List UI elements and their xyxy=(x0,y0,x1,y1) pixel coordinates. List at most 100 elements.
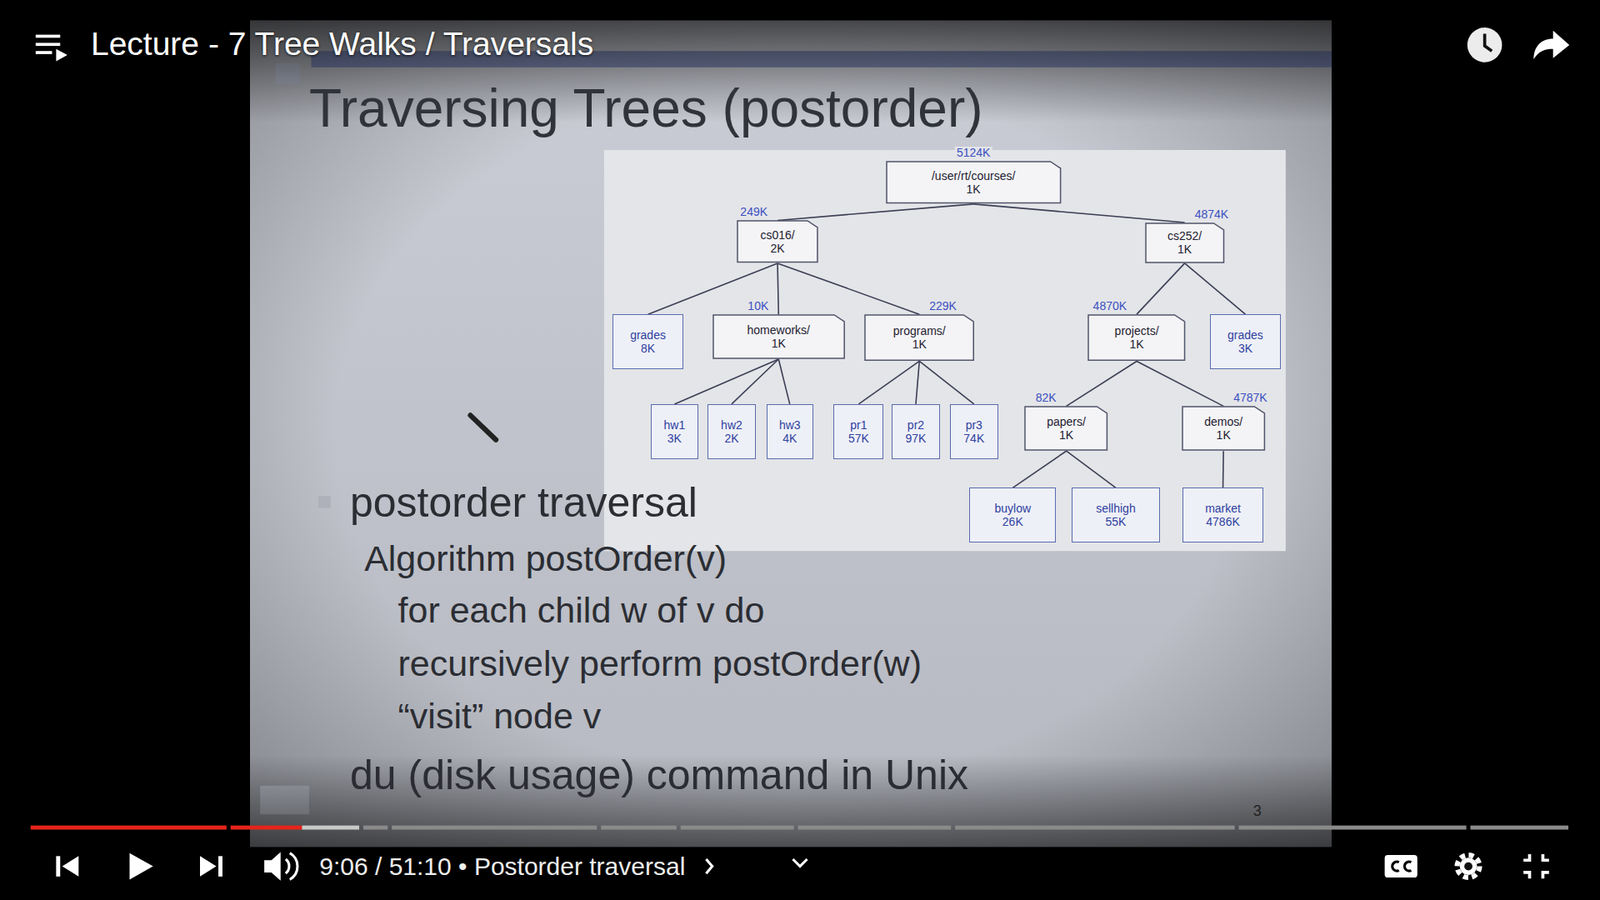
previous-button-bar xyxy=(55,855,60,876)
progress-chapter xyxy=(680,825,795,830)
total-size: 4874K xyxy=(1193,208,1230,221)
volume-wave xyxy=(290,853,298,880)
slide-number: 3 xyxy=(1253,802,1262,820)
file-size: 26K xyxy=(1002,515,1024,529)
file-name: pr2 xyxy=(907,418,925,432)
progress-chapter xyxy=(363,825,388,830)
pseudocode-line: Algorithm postOrder(v) xyxy=(364,538,727,580)
file-name: cs252/ xyxy=(1167,229,1202,243)
progress-chapter xyxy=(798,825,952,830)
file-box: buylow26K xyxy=(969,487,1056,543)
file-box: pr297K xyxy=(891,404,940,460)
file-name: hw3 xyxy=(779,418,801,432)
file-box: hw13K xyxy=(650,404,698,460)
pseudocode-line: for each child w of v do xyxy=(398,590,765,632)
folder-box: 249Kcs016/2K xyxy=(736,220,819,263)
file-size: 4K xyxy=(782,431,797,445)
folder-outline-path xyxy=(713,315,845,359)
tree-edge xyxy=(777,263,779,315)
tree-edge xyxy=(1066,450,1116,488)
file-box: hw34K xyxy=(766,404,814,460)
file-size: 3K xyxy=(667,431,682,445)
file-size: 1K xyxy=(1130,337,1145,351)
file-size: 1K xyxy=(966,182,981,196)
file-size: 1K xyxy=(912,337,927,351)
folder-outline-path xyxy=(737,220,818,262)
tree-edge xyxy=(1066,360,1137,406)
folder-outline-path xyxy=(1025,406,1107,450)
file-name: sellhigh xyxy=(1095,501,1135,515)
progress-chapter xyxy=(600,825,677,830)
settings-gear-teeth xyxy=(1457,855,1480,878)
playlist-icon-bar xyxy=(35,50,53,55)
captions-button xyxy=(1385,855,1418,878)
video-title: Lecture - 7 Tree Walks / Traversals xyxy=(90,25,594,63)
file-name: pr1 xyxy=(850,418,867,432)
tree-edge xyxy=(777,204,974,221)
folder-outline-path xyxy=(1088,315,1185,360)
folder-box: 4787Kdemos/1K xyxy=(1181,405,1265,451)
slide xyxy=(250,20,1332,847)
tree-edge xyxy=(648,263,779,315)
playlist-icon-arrow xyxy=(55,49,67,62)
file-box: sellhigh55K xyxy=(1071,487,1161,543)
progress-chapter xyxy=(955,825,1235,830)
folder-outline-path xyxy=(865,315,974,360)
chapter-chevron xyxy=(705,859,712,874)
file-name: /user/rt/courses/ xyxy=(931,169,1015,183)
file-size: 57K xyxy=(848,431,870,445)
file-name: market xyxy=(1205,501,1241,515)
exit-fullscreen-corner xyxy=(1542,854,1549,860)
volume-wave xyxy=(285,859,290,874)
folder-outline-path xyxy=(1182,406,1265,450)
progress-buffered xyxy=(301,825,360,830)
file-name: grades xyxy=(630,328,666,342)
file-name: pr3 xyxy=(965,418,983,432)
folder-outline-path xyxy=(886,161,1061,203)
file-box: grades3K xyxy=(1210,314,1280,370)
tree-edge xyxy=(674,359,779,405)
tree-edge xyxy=(973,204,1185,223)
file-box: pr374K xyxy=(950,404,999,460)
folder-box: 5124K/user/rt/courses/1K xyxy=(885,160,1062,204)
file-size: 2K xyxy=(770,241,785,255)
total-size: 82K xyxy=(1034,391,1059,405)
file-size: 3K xyxy=(1238,341,1253,355)
next-button-bar xyxy=(218,855,223,876)
file-name: papers/ xyxy=(1046,415,1086,429)
file-box: hw22K xyxy=(707,404,757,460)
slide-vignette xyxy=(250,20,1332,847)
tree-edge xyxy=(1012,450,1066,488)
exit-fullscreen-corner xyxy=(1542,872,1549,879)
progress-played xyxy=(30,825,227,830)
total-size: 4870K xyxy=(1091,300,1129,313)
file-size: 74K xyxy=(963,431,985,445)
settings-gear xyxy=(1460,857,1478,875)
folder-outline-path xyxy=(1145,223,1225,263)
exit-fullscreen-corner xyxy=(1523,872,1530,879)
folder-box: 82Kpapers/1K xyxy=(1024,405,1108,451)
folder-box: 229Kprograms/1K xyxy=(864,314,975,361)
file-size: 55K xyxy=(1105,515,1127,529)
share-icon xyxy=(1533,30,1570,60)
progress-chapter xyxy=(1470,825,1569,830)
expand-chevron xyxy=(792,859,807,867)
file-size: 97K xyxy=(905,431,927,445)
exit-fullscreen-icon xyxy=(1523,854,1550,879)
tree-edge xyxy=(778,359,790,405)
total-size: 5124K xyxy=(955,146,992,160)
pointer-cursor xyxy=(470,415,496,440)
tree-edge xyxy=(858,360,920,404)
tree-edge xyxy=(1136,263,1185,315)
file-size: 2K xyxy=(724,431,739,445)
bullet-text: du (disk usage) command in Unix xyxy=(350,751,969,800)
file-box: market4786K xyxy=(1182,487,1264,543)
watch-later-icon xyxy=(1467,27,1503,63)
total-size: 4787K xyxy=(1231,391,1269,405)
tree-edge xyxy=(1222,450,1225,488)
total-size: 229K xyxy=(927,300,959,313)
file-name: programs/ xyxy=(893,324,946,338)
playlist-icon xyxy=(35,35,68,62)
total-size: 10K xyxy=(745,300,770,313)
